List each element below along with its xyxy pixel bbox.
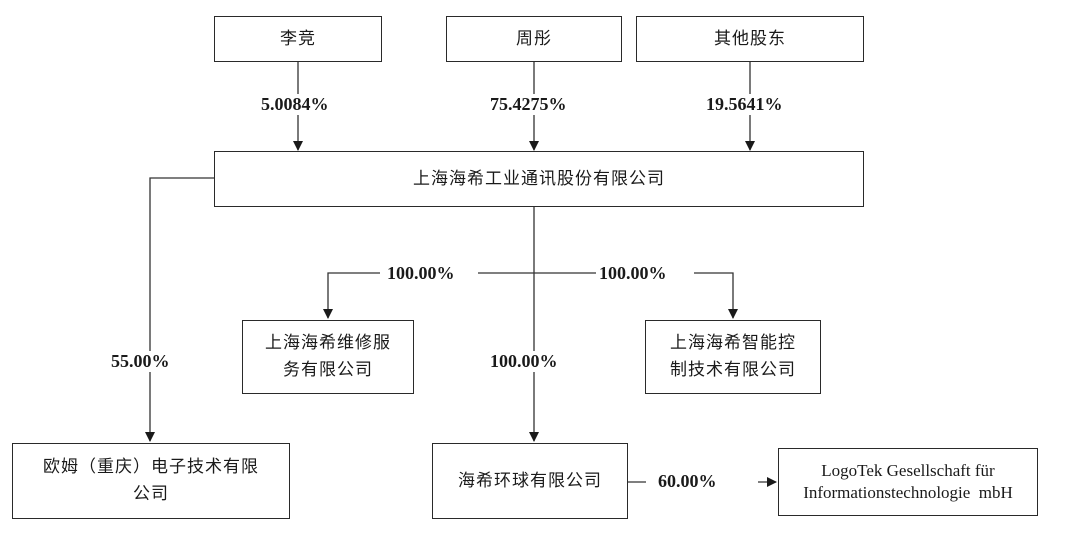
- node-shareholder-li: 李竞: [214, 16, 382, 62]
- node-label-line: 公司: [133, 484, 169, 504]
- edge-label-logotek: 60.00%: [655, 471, 720, 492]
- node-label: 其他股东: [714, 28, 786, 49]
- node-shareholder-zhou: 周彤: [446, 16, 622, 62]
- edge-parent-service: [323, 272, 380, 319]
- node-label: 海希环球有限公司: [458, 470, 602, 491]
- node-label: 李竞: [280, 28, 316, 49]
- edge-label-global: 100.00%: [487, 351, 561, 372]
- edge-label-li: 5.0084%: [258, 94, 332, 115]
- node-label-line: 欧姆（重庆）电子技术有限: [43, 457, 259, 477]
- edge-label-oumu: 55.00%: [108, 351, 173, 372]
- node-sub-service: 上海海希维修服 务有限公司: [242, 320, 414, 394]
- node-parent-company: 上海海希工业通讯股份有限公司: [214, 151, 864, 207]
- edge-label-smart: 100.00%: [596, 263, 670, 284]
- edge-label-other: 19.5641%: [703, 94, 786, 115]
- node-label: 周彤: [516, 28, 552, 49]
- node-label-line: LogoTek Gesellschaft für: [821, 461, 995, 480]
- node-label-line: 上海海希维修服: [265, 333, 391, 353]
- node-label-line: 务有限公司: [283, 360, 373, 380]
- node-sub-global: 海希环球有限公司: [432, 443, 628, 519]
- node-label-line: Informationstechnologie mbH: [803, 483, 1013, 502]
- node-label-line: 上海海希智能控: [670, 333, 796, 353]
- node-label: 上海海希工业通讯股份有限公司: [413, 168, 665, 189]
- node-sub-smart: 上海海希智能控 制技术有限公司: [645, 320, 821, 394]
- node-sub-oumu: 欧姆（重庆）电子技术有限 公司: [12, 443, 290, 519]
- node-sub-logotek: LogoTek Gesellschaft für Informationstec…: [778, 448, 1038, 516]
- edge-parent-smart: [694, 272, 738, 319]
- edge-label-zhou: 75.4275%: [487, 94, 570, 115]
- edge-label-service: 100.00%: [384, 263, 458, 284]
- node-label-line: 制技术有限公司: [670, 360, 796, 380]
- edge-parent-oumu: [145, 177, 214, 442]
- node-shareholder-other: 其他股东: [636, 16, 864, 62]
